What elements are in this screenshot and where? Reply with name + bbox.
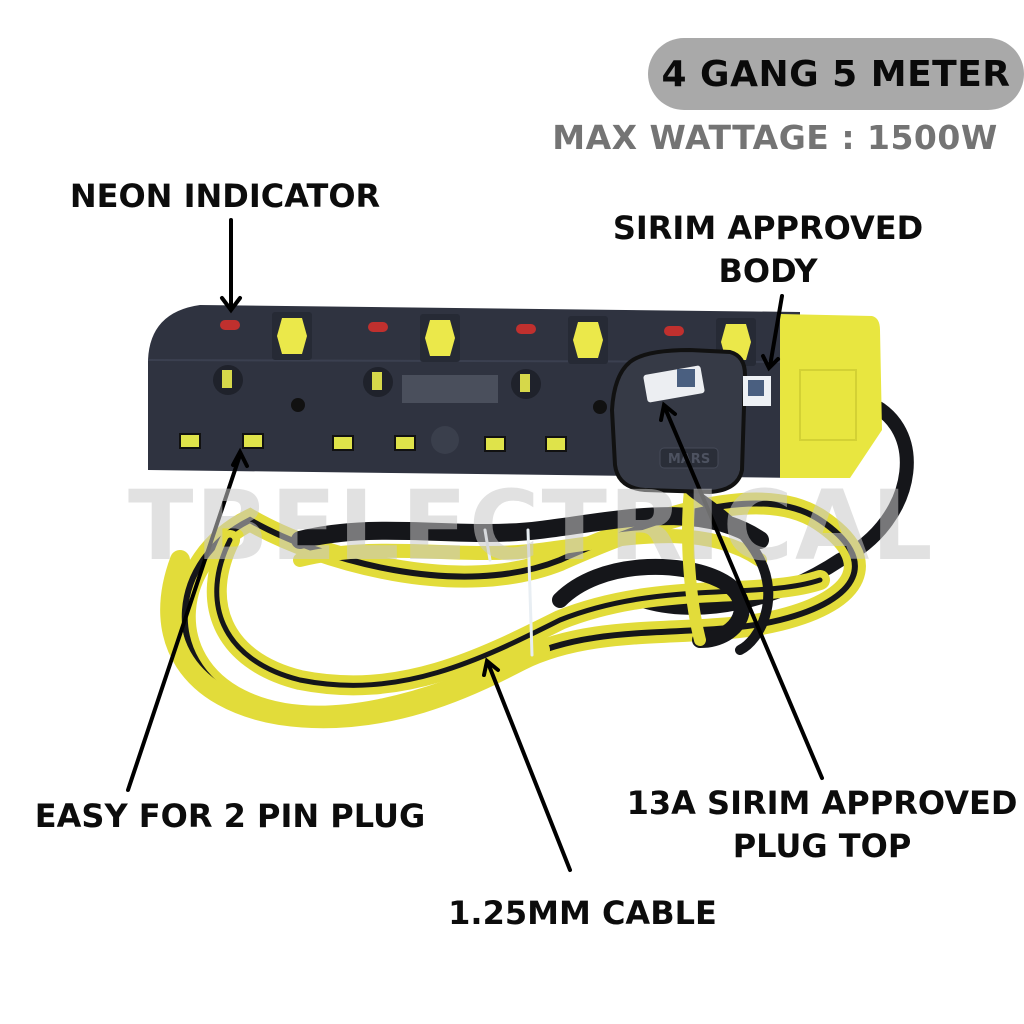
arrow-neon-indicator <box>220 218 242 314</box>
label-plug-top-line1: 13A SIRIM APPROVED <box>626 784 1018 822</box>
neon-indicators <box>220 320 684 336</box>
sockets <box>179 365 607 454</box>
label-plug-top-line2: PLUG TOP <box>732 827 912 865</box>
title-text: 4 GANG 5 METER <box>661 53 1011 95</box>
switch-1 <box>277 318 307 354</box>
neon-indicator-2 <box>368 322 388 332</box>
switch-3 <box>573 322 603 358</box>
arrow-sirim-body <box>761 294 784 372</box>
switch-2 <box>425 320 455 356</box>
label-sirim-body-line2: BODY <box>718 252 818 290</box>
max-wattage-text: MAX WATTAGE : 1500W <box>552 118 998 157</box>
arrow-two-pin <box>126 447 249 792</box>
neon-indicator-3 <box>516 324 536 334</box>
label-sirim-body-line1: SIRIM APPROVED <box>612 209 924 247</box>
title-badge: 4 GANG 5 METER <box>648 38 1024 110</box>
callout-arrows <box>126 218 824 872</box>
label-plug-top: 13A SIRIM APPROVED PLUG TOP <box>620 782 1024 868</box>
arrow-cable <box>482 657 572 872</box>
neon-indicator-4 <box>664 326 684 336</box>
label-neon-indicator: NEON INDICATOR <box>69 177 381 215</box>
plug-top: MARS <box>609 347 771 495</box>
label-cable: 1.25MM CABLE <box>448 894 717 932</box>
neon-indicator-1 <box>220 320 240 330</box>
label-two-pin: EASY FOR 2 PIN PLUG <box>34 797 426 835</box>
arrow-plug-top <box>659 401 824 780</box>
label-sirim-body: SIRIM APPROVED BODY <box>600 207 936 293</box>
